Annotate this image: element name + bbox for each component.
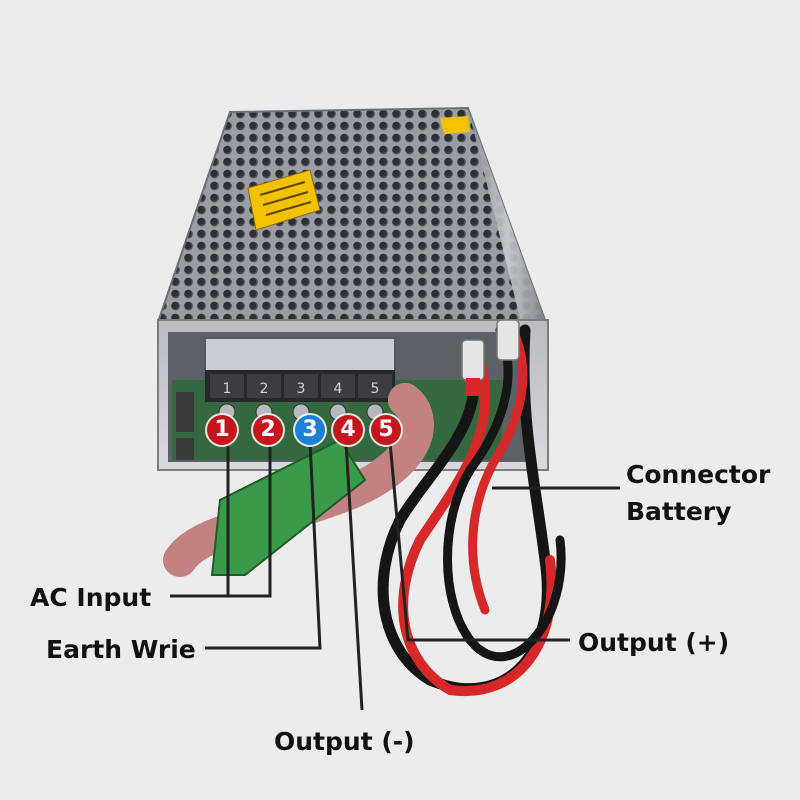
output-plus-leader <box>388 441 570 642</box>
connector-battery-label-line2: Battery <box>626 497 732 526</box>
earth-wire-leader <box>205 441 322 650</box>
perforated-cover <box>156 106 547 324</box>
terminal-badge-4: 4 <box>333 415 363 445</box>
ac-input-label: AC Input <box>30 583 152 612</box>
terminal-number-1: 1 <box>223 381 232 397</box>
terminal-badge-5: 5 <box>371 415 401 445</box>
terminal-number-4: 4 <box>334 381 343 397</box>
terminal-badge-2: 2 <box>253 415 283 445</box>
battery-wires <box>377 319 566 697</box>
connector-battery-label-line1: Connector <box>626 460 771 489</box>
terminal-number-3: 3 <box>297 381 306 397</box>
output-minus-leader <box>344 441 364 711</box>
terminal-badge-3: 3 <box>295 415 325 445</box>
ac-input-leader-2 <box>228 442 272 598</box>
output-minus-label: Output (-) <box>274 727 415 756</box>
terminal-number-2: 2 <box>260 381 269 397</box>
terminal-badge-1: 1 <box>207 415 237 445</box>
green-pcb <box>210 438 367 576</box>
output-plus-label: Output (+) <box>578 628 730 657</box>
earth-wire-label: Earth Wrie <box>46 635 196 664</box>
terminal-number-5: 5 <box>371 381 380 397</box>
leader-lines <box>170 441 620 711</box>
